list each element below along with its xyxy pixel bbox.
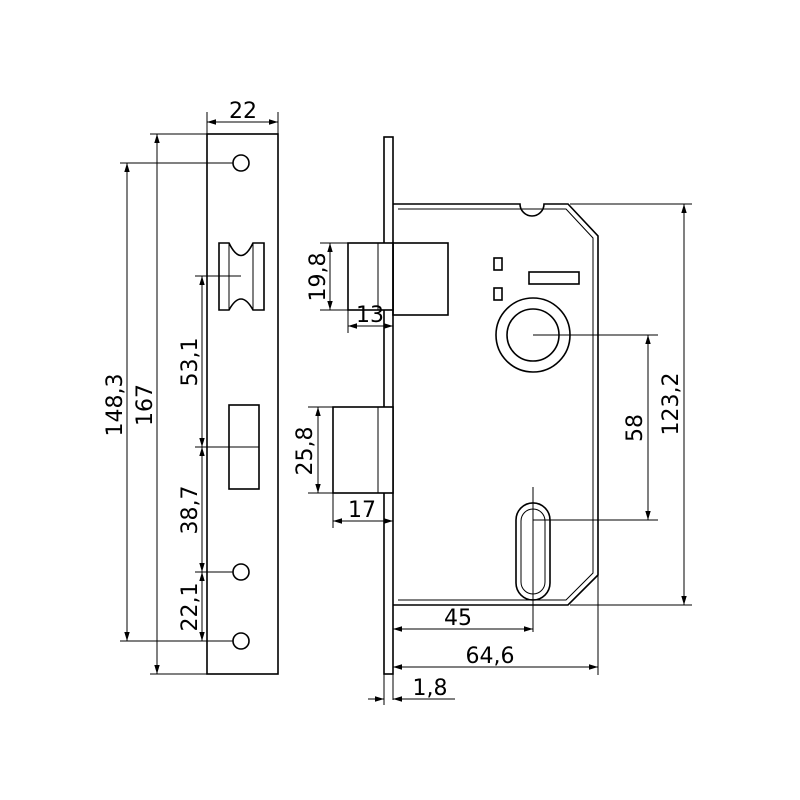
dim-latch-projection: 13 [356,303,384,328]
top-screw-hole [232,154,250,172]
faceplate-outline [206,133,279,675]
dim-screw-hole-spacing: 148,3 [103,374,128,437]
dim-faceplate-thickness: 1,8 [413,676,448,701]
faceplate-front-view [206,133,279,675]
dim-case-height: 123,2 [659,373,684,436]
dim-faceplate-width: 22 [229,99,257,124]
dim-bolt-to-screw: 38,7 [178,486,203,535]
cylinder-hole [515,502,551,601]
slot-3 [528,271,580,285]
side-view-dimensions: 19,8 13 25,8 17 58 123,2 45 64,6 [293,203,692,705]
faceplate-dimensions: 22 167 148,3 53,1 38,7 22,1 [103,99,279,675]
dim-bolt-height: 25,8 [293,427,318,476]
dim-latch-to-bolt: 53,1 [178,338,203,387]
latch-bolt [347,242,394,311]
lock-body-side-view [332,136,599,675]
side-faceplate [383,136,394,675]
bottom-screw-hole [232,632,250,650]
dim-latch-height: 19,8 [306,253,331,302]
latch-opening [218,242,265,311]
dim-case-depth: 64,6 [466,644,515,669]
middle-screw-hole [232,563,250,581]
slot-1 [493,257,503,271]
lock-case-outline [393,203,599,606]
dim-centre-distance: 58 [623,414,648,442]
slot-2 [493,287,503,301]
dim-screw-to-screw: 22,1 [178,583,203,632]
dead-bolt [332,406,394,494]
latch-tail [392,242,449,316]
dim-faceplate-length: 167 [133,384,158,426]
dim-backset: 45 [444,606,472,631]
dim-bolt-projection: 17 [348,498,376,523]
